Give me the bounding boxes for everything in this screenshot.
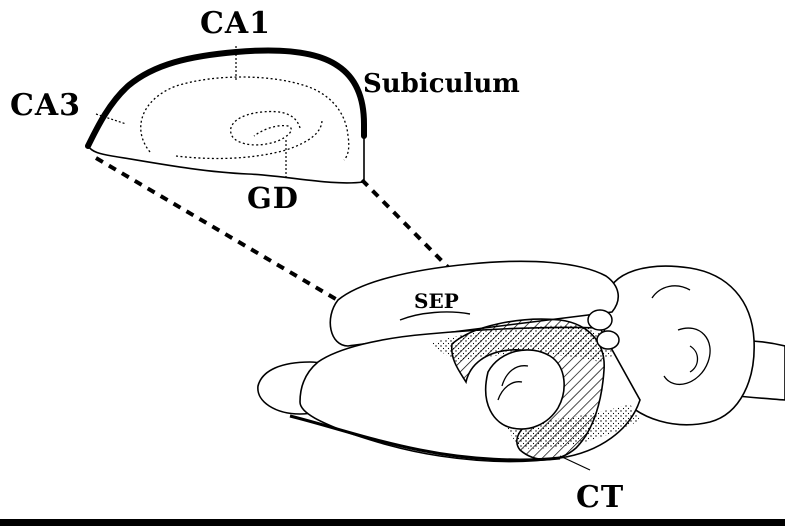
rat-brain (258, 261, 785, 470)
colliculus-lower (597, 331, 619, 349)
hippocampus-section (88, 46, 364, 183)
gd-label: GD (247, 184, 299, 213)
ct-label: CT (576, 483, 624, 513)
subiculum-label: Subiculum (363, 71, 520, 97)
hippocampus-outline (88, 51, 364, 183)
sep-label: SEP (414, 291, 459, 311)
colliculus-upper (588, 310, 612, 330)
ca3-label: CA3 (10, 91, 81, 121)
ca1-label: CA1 (200, 9, 271, 39)
bottom-border-bar (0, 519, 785, 526)
ct-leader-line (560, 456, 590, 470)
